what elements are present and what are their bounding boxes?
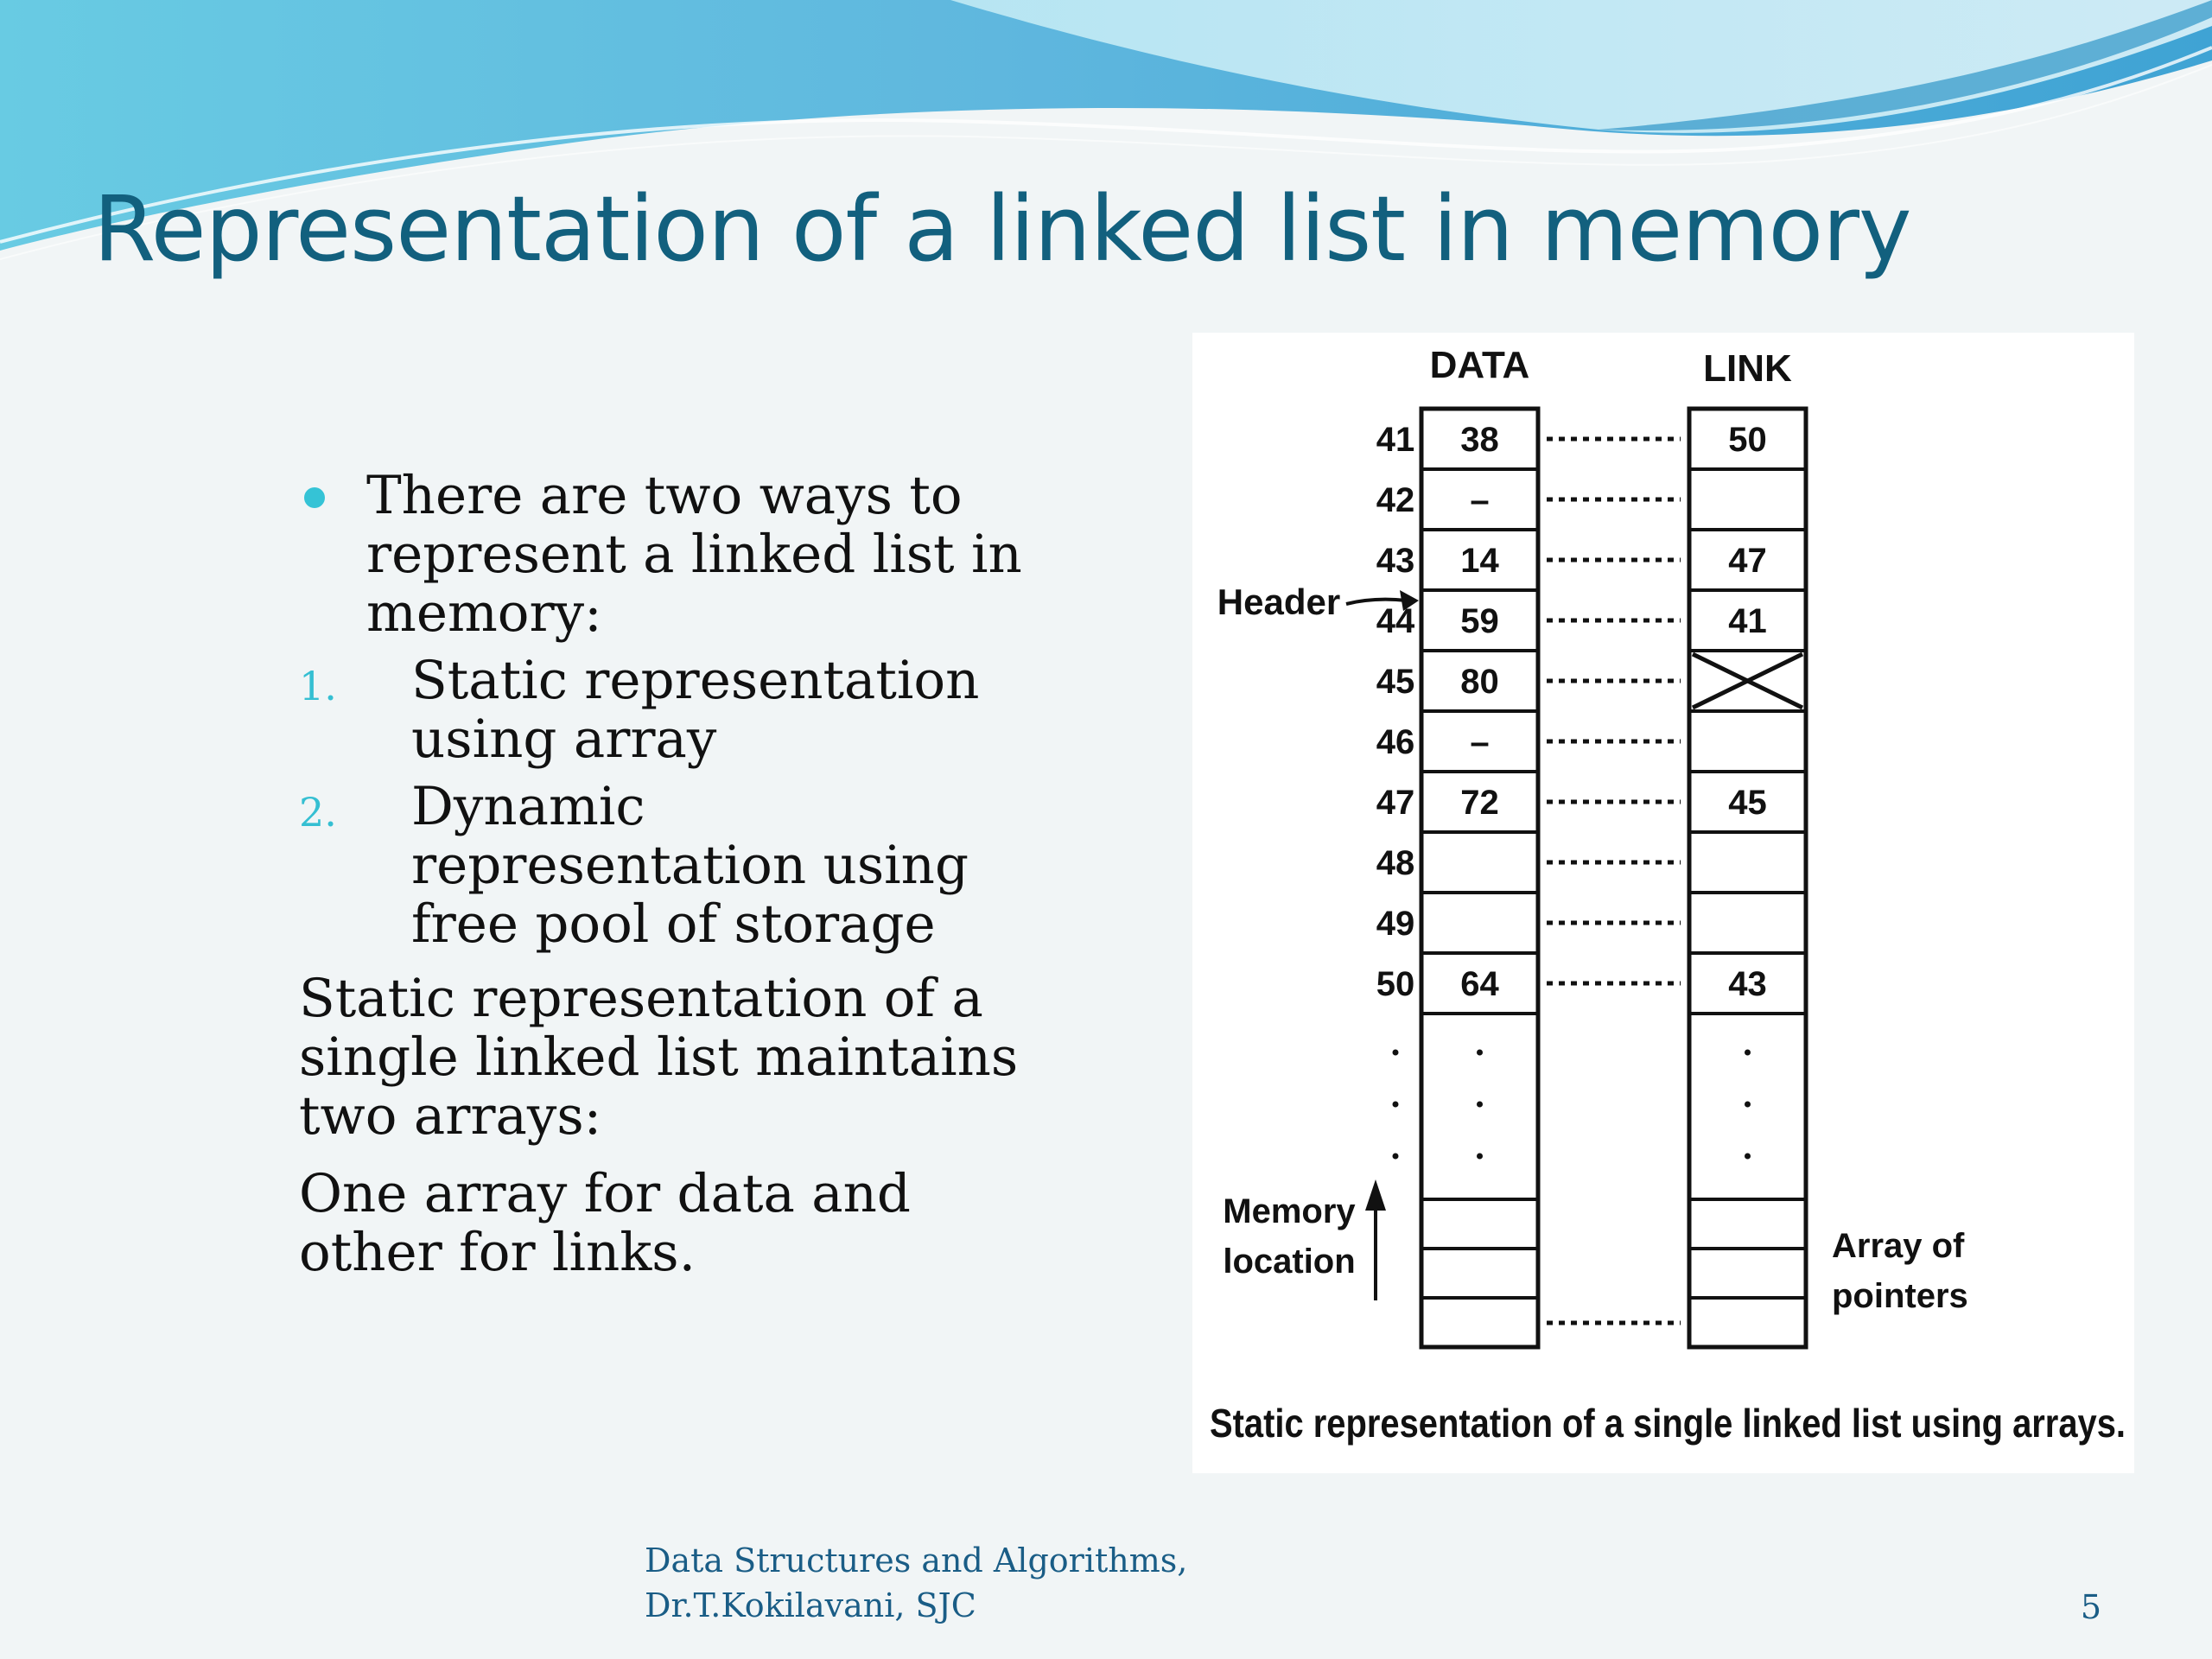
- figure-caption: Static representation of a single linked…: [1210, 1401, 2126, 1446]
- memory-location-label: 50: [1376, 965, 1415, 1003]
- link-ellipsis-dot: [1745, 1049, 1751, 1056]
- data-cell-value: 72: [1460, 784, 1499, 822]
- data-cell-value: –: [1470, 723, 1489, 761]
- numbered-item-1: 1. Static representation using array: [299, 652, 1042, 769]
- memory-location-caption: Memory: [1223, 1192, 1356, 1230]
- link-array-outline: [1687, 406, 1808, 1350]
- slide-body: There are two ways to represent a linked…: [299, 467, 1042, 1282]
- data-array-outline: [1419, 406, 1541, 1350]
- data-ellipsis-dot: [1477, 1153, 1483, 1160]
- memory-location-label: 48: [1376, 844, 1415, 882]
- link-ellipsis-dot: [1745, 1153, 1751, 1160]
- linked-list-memory-figure: DATA LINK 41 38 50 42 – 43 14 47 44 59 41 45 80 46 – 47 72…: [1192, 333, 2134, 1473]
- array-of-pointers-label: Array of: [1832, 1227, 1965, 1265]
- page-number: 5: [2080, 1588, 2101, 1626]
- data-ellipsis-dot: [1477, 1101, 1483, 1108]
- up-arrow-icon: [1365, 1179, 1386, 1211]
- link-ellipsis-dot: [1745, 1101, 1751, 1108]
- memory-location-label: 43: [1376, 542, 1415, 580]
- paragraph-data-links: One array for data and other for links.: [299, 1163, 911, 1283]
- data-cell-value: 59: [1460, 602, 1499, 640]
- item-text: Static representation using array: [411, 650, 980, 770]
- data-cell-value: 64: [1460, 965, 1499, 1003]
- memory-location-label: 44: [1376, 602, 1415, 640]
- bullet-dot-icon: [304, 487, 325, 508]
- footer: Data Structures and Algorithms, Dr.T.Kok…: [645, 1538, 1187, 1628]
- memory-location-label: 49: [1376, 905, 1415, 943]
- bullet-text: There are two ways to represent a linked…: [366, 465, 1022, 644]
- memory-diagram: DATA LINK 41 38 50 42 – 43 14 47 44 59 41 45 80 46 – 47 72…: [1210, 344, 2126, 1446]
- link-cell-value: 45: [1728, 784, 1767, 822]
- data-cell-value: 80: [1460, 663, 1499, 701]
- data-column-header: DATA: [1430, 344, 1530, 386]
- footer-author: Dr.T.Kokilavani, SJC: [645, 1586, 976, 1624]
- footer-course: Data Structures and Algorithms,: [645, 1541, 1188, 1580]
- location-ellipsis-dot: [1392, 1049, 1399, 1056]
- header-arrow: [1345, 597, 1408, 606]
- item-number: 2.: [299, 789, 337, 836]
- data-cell-value: 14: [1460, 542, 1499, 580]
- data-ellipsis-dot: [1477, 1049, 1483, 1056]
- memory-location-caption: location: [1223, 1243, 1355, 1281]
- item-number: 1.: [299, 663, 337, 709]
- null-link-cross: [1691, 652, 1804, 710]
- header-arrowhead-icon: [1400, 590, 1419, 611]
- data-cell-value: 38: [1460, 421, 1499, 459]
- item-text: Dynamic representation using free pool o…: [411, 776, 969, 955]
- location-ellipsis-dot: [1392, 1153, 1399, 1160]
- memory-location-label: 41: [1376, 421, 1415, 459]
- array-of-pointers-label: pointers: [1832, 1277, 1968, 1315]
- link-column-header: LINK: [1703, 347, 1792, 390]
- memory-location-label: 45: [1376, 663, 1415, 701]
- memory-location-label: 47: [1376, 784, 1415, 822]
- paragraph-two-arrays: Static representation of a single linked…: [299, 968, 1019, 1147]
- link-cell-value: 50: [1728, 421, 1767, 459]
- memory-location-label: 42: [1376, 481, 1415, 519]
- link-cell-value: 47: [1728, 542, 1767, 580]
- location-ellipsis-dot: [1392, 1101, 1399, 1108]
- bullet-item: There are two ways to represent a linked…: [299, 467, 1042, 643]
- data-cell-value: –: [1470, 481, 1489, 519]
- slide-title: Representation of a linked list in memor…: [93, 176, 1911, 282]
- link-cell-value: 43: [1728, 965, 1767, 1003]
- numbered-item-2: 2. Dynamic representation using free poo…: [299, 778, 1042, 954]
- header-label: Header: [1217, 582, 1340, 622]
- link-cell-value: 41: [1728, 602, 1767, 640]
- memory-location-label: 46: [1376, 723, 1415, 761]
